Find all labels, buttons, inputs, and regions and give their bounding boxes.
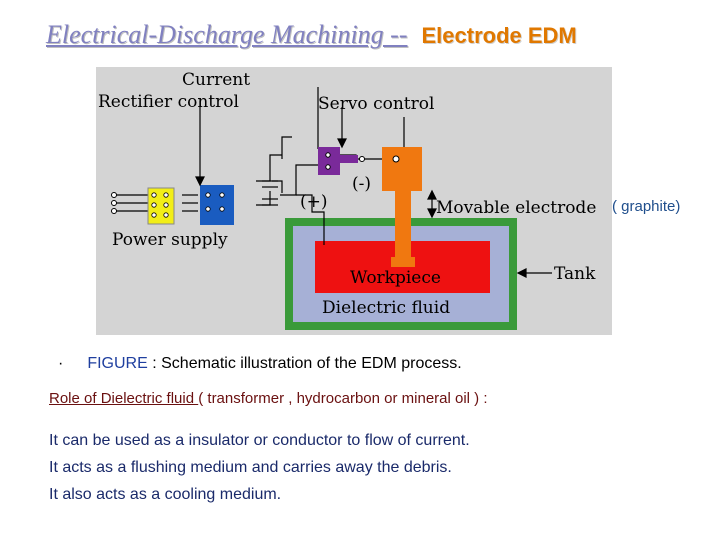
servo-connector	[340, 155, 358, 163]
role-point-1: It can be used as a insulator or conduct…	[49, 432, 470, 449]
figure-caption: · FIGURE : Schematic illustration of the …	[58, 355, 462, 373]
label-movable-electrode: Movable electrode	[436, 198, 596, 218]
role-point-3: It also acts as a cooling medium.	[49, 486, 282, 503]
title-link[interactable]: Electrical-Discharge Machining --	[46, 20, 408, 49]
label-current: Current	[182, 70, 250, 90]
label-power-supply: Power supply	[112, 230, 228, 250]
title-subject: Electrode EDM	[421, 23, 577, 48]
label-servo-control: Servo control	[318, 94, 434, 114]
servo-control-box	[318, 147, 340, 175]
servo-terminal-bottom	[325, 164, 331, 170]
power-supply-box	[200, 185, 234, 225]
dielectric-role-heading: Role of Dielectric fluid ( transformer ,…	[49, 390, 488, 407]
label-dielectric-fluid: Dielectric fluid	[322, 298, 450, 318]
label-tank: Tank	[554, 264, 596, 284]
power-supply-terminals	[205, 192, 225, 212]
role-heading-rest: ( transformer , hydrocarbon or mineral o…	[198, 390, 488, 407]
edm-schematic-diagram: Current Rectifier control Servo control …	[96, 67, 612, 335]
electrode-terminal	[392, 155, 400, 163]
graphite-note: ( graphite)	[612, 198, 681, 215]
role-point-2: It acts as a flushing medium and carries…	[49, 459, 452, 476]
servo-connector-node	[359, 156, 365, 162]
capacitor-symbol	[262, 180, 278, 206]
label-plus: (+)	[300, 192, 328, 212]
label-minus: (-)	[352, 174, 371, 194]
label-arrows	[195, 101, 552, 278]
electrode-tip	[391, 257, 415, 267]
label-rectifier-control: Rectifier control	[98, 92, 239, 112]
movable-electrode	[395, 191, 411, 261]
label-workpiece: Workpiece	[350, 268, 441, 288]
role-heading-underlined: Role of Dielectric fluid	[49, 390, 199, 407]
figure-caption-text: : Schematic illustration of the EDM proc…	[147, 355, 462, 372]
servo-terminal-top	[325, 152, 331, 158]
figure-label: FIGURE	[87, 355, 148, 372]
rectifier-terminals	[151, 192, 169, 218]
input-terminals	[111, 192, 117, 214]
electrode-holder	[382, 147, 422, 191]
caption-bullet: ·	[58, 355, 64, 372]
slide-title: Electrical-Discharge Machining -- Electro…	[46, 20, 577, 50]
